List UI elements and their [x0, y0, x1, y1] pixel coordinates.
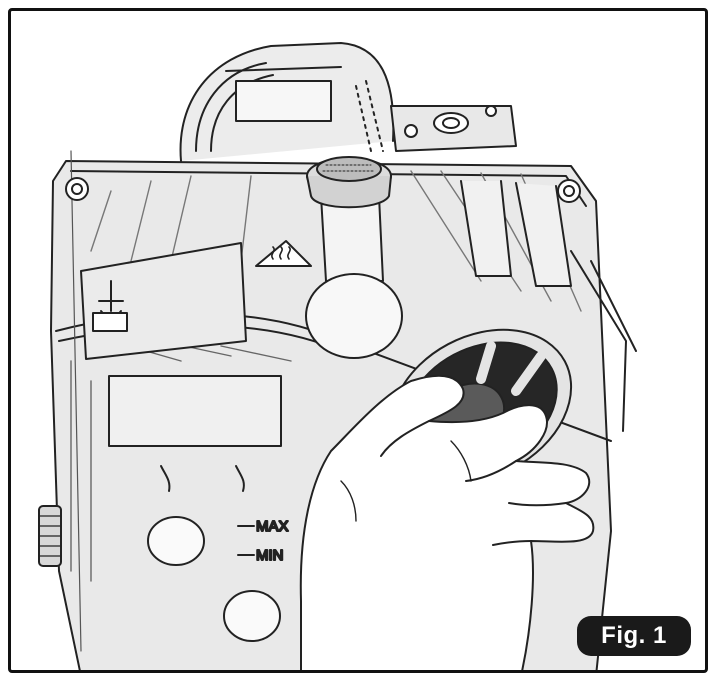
exhaust-port-block: [390, 105, 517, 152]
oil-level-max-label: MAX: [256, 518, 289, 535]
motor-housing: [179, 42, 395, 162]
hand: [299, 374, 595, 670]
hot-surface-warning-icon: [255, 240, 312, 267]
oil-sight-glass: [147, 465, 281, 642]
warning-label-plate: [80, 242, 247, 360]
info-label-plate: [108, 375, 282, 447]
oil-filler-neck: [305, 156, 403, 359]
figure-frame: MAX MIN Fig. 1: [8, 8, 708, 673]
vacuum-pump-illustration: MAX MIN: [38, 42, 637, 670]
figure-badge: Fig. 1: [577, 616, 691, 656]
oil-level-min-label: MIN: [256, 547, 284, 564]
oil-level-marks: MAX MIN: [237, 517, 290, 565]
